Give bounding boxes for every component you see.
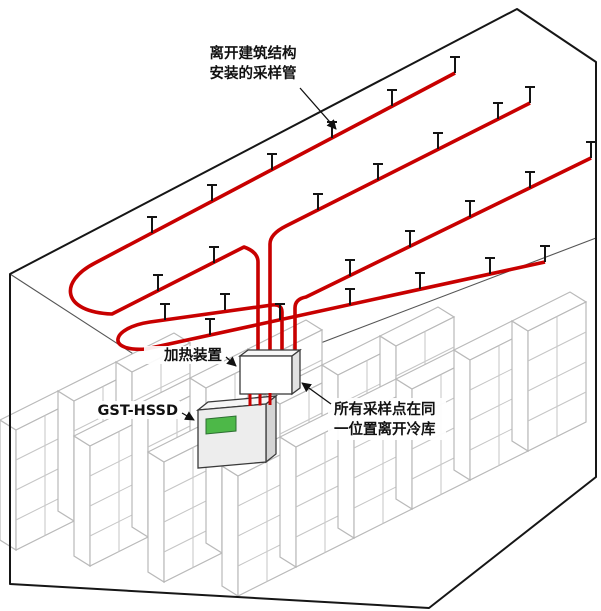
- sampling-point: [205, 318, 215, 335]
- sampling-point: [450, 56, 460, 73]
- heater-arrow: [225, 356, 237, 367]
- detector-label: GST-HSSD: [97, 403, 178, 419]
- sampling-point: [525, 171, 535, 188]
- label-detector: GST-HSSD: [97, 401, 195, 421]
- label-background: [328, 398, 446, 440]
- pipe-run-1: [68, 71, 456, 352]
- sampling-point: [275, 303, 285, 320]
- pipe-note-line2: 安装的采样管: [210, 64, 297, 82]
- exit-note-line2: 一位置离开冷库: [334, 420, 436, 438]
- sampling-point: [433, 132, 443, 149]
- pipe-note-arrow: [299, 87, 337, 130]
- sampling-point: [405, 230, 415, 247]
- sampling-point: [485, 257, 495, 274]
- pipe-inlet-stubs: [248, 393, 272, 406]
- label-background: [196, 42, 310, 84]
- sampling-point: [313, 193, 323, 210]
- exit-note-arrow: [301, 382, 332, 405]
- heater-unit: [238, 348, 302, 396]
- sampling-point: [540, 245, 550, 262]
- sampling-point: [373, 163, 383, 180]
- sampling-point: [586, 141, 596, 158]
- detector-display: [205, 415, 237, 435]
- annotations: 离开建筑结构 安装的采样管 加热装置 GST-HSSD 所有采样点在同 一位置离…: [97, 42, 446, 440]
- sampling-point: [209, 246, 219, 263]
- sampling-point: [147, 216, 157, 233]
- pipe-run-2: [268, 101, 531, 352]
- sampling-point: [207, 184, 217, 201]
- sampling-point: [345, 288, 355, 305]
- label-heater: 加热装置: [144, 346, 237, 367]
- building-outline: [9, 8, 597, 609]
- heater-label: 加热装置: [163, 346, 222, 364]
- sampling-point: [267, 153, 277, 170]
- sampling-point: [415, 272, 425, 289]
- label-background: [144, 346, 224, 364]
- exit-note-line1: 所有采样点在同: [334, 400, 436, 418]
- sampling-points: [147, 56, 596, 335]
- label-background: [98, 401, 180, 419]
- pipe-run-3: [116, 260, 546, 352]
- sampling-point: [160, 303, 170, 320]
- pipe-run-4: [293, 156, 592, 352]
- sampling-point: [345, 259, 355, 276]
- shelf-unit: [510, 291, 588, 453]
- label-exit-note: 所有采样点在同 一位置离开冷库: [301, 382, 446, 440]
- sampling-point: [493, 102, 503, 119]
- sampling-pipes: [68, 71, 592, 352]
- sampling-point: [387, 89, 397, 106]
- storage-racks: [0, 291, 588, 598]
- pipe-note-line1: 离开建筑结构: [210, 44, 297, 62]
- detector-unit: [195, 394, 279, 469]
- label-pipe-note: 离开建筑结构 安装的采样管: [196, 42, 337, 130]
- detector-arrow: [181, 411, 195, 421]
- sampling-point: [465, 200, 475, 217]
- sampling-point: [525, 86, 535, 103]
- sampling-point: [153, 274, 163, 291]
- sampling-point: [220, 293, 230, 310]
